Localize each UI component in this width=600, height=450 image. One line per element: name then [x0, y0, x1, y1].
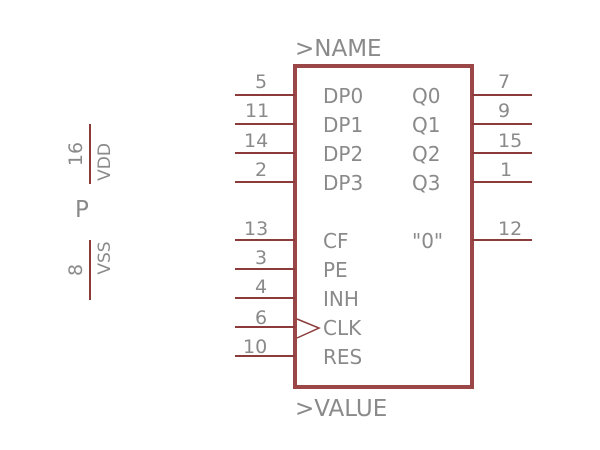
vdd-pin-number: 16 [65, 142, 87, 166]
left-pin-dp0: 5 DP0 [235, 71, 363, 108]
left-pin-pe: 3 PE [235, 247, 348, 282]
left-pin-dp1: 11 DP1 [235, 100, 363, 137]
left-pin-clk: 6 CLK [235, 307, 362, 340]
pin-number: 10 [243, 336, 267, 358]
pin-number: 1 [500, 159, 512, 181]
pin-signal-label: CLK [323, 316, 362, 340]
clock-edge-indicator [296, 318, 321, 339]
left-pin-cf: 13 CF [235, 218, 348, 253]
pin-signal-label: DP1 [323, 113, 363, 137]
pin-number: 5 [255, 71, 267, 93]
right-pin-q3: 1 Q3 [412, 159, 532, 195]
pin-number: 13 [244, 218, 268, 240]
right-pin-q2: 15 Q2 [412, 130, 532, 166]
pin-number: 3 [255, 247, 267, 269]
pin-signal-label: Q3 [412, 171, 440, 195]
pin-signal-label: DP3 [323, 171, 363, 195]
right-pin-q0: 7 Q0 [412, 71, 532, 108]
power-part: P 16 VDD 8 VSS [65, 124, 115, 300]
left-pin-dp2: 14 DP2 [235, 130, 363, 166]
vss-pin-signal-label: VSS [95, 241, 115, 274]
right-pin-zero: 12 "0" [412, 218, 532, 253]
left-pin-dp3: 2 DP3 [235, 159, 363, 195]
pin-signal-label: Q0 [412, 84, 440, 108]
vdd-pin-signal-label: VDD [95, 143, 115, 181]
right-pin-q1: 9 Q1 [412, 100, 532, 137]
pin-signal-label: CF [323, 229, 348, 253]
left-pin-inh: 4 INH [235, 276, 359, 311]
pin-signal-label: Q1 [412, 113, 440, 137]
component-name-label: >NAME [295, 36, 382, 62]
component-body [293, 64, 474, 389]
pin-number: 9 [498, 100, 510, 122]
pin-signal-label: PE [323, 258, 348, 282]
pin-number: 4 [255, 276, 267, 298]
pin-signal-label: RES [323, 345, 362, 369]
pin-signal-label: DP2 [323, 142, 363, 166]
left-pin-res: 10 RES [235, 336, 362, 369]
pin-signal-label: INH [323, 287, 359, 311]
pin-number: 15 [498, 130, 522, 152]
vss-pin-number: 8 [65, 264, 87, 276]
pin-number: 7 [498, 71, 510, 93]
pin-number: 14 [244, 130, 268, 152]
pin-number: 12 [498, 218, 522, 240]
component-value-label: >VALUE [295, 396, 387, 422]
pin-number: 6 [255, 307, 267, 329]
pin-signal-label: DP0 [323, 84, 363, 108]
power-part-label: P [75, 197, 89, 223]
pin-number: 11 [245, 100, 269, 122]
pin-number: 2 [255, 159, 267, 181]
pin-signal-label: "0" [412, 229, 443, 253]
pin-signal-label: Q2 [412, 142, 440, 166]
